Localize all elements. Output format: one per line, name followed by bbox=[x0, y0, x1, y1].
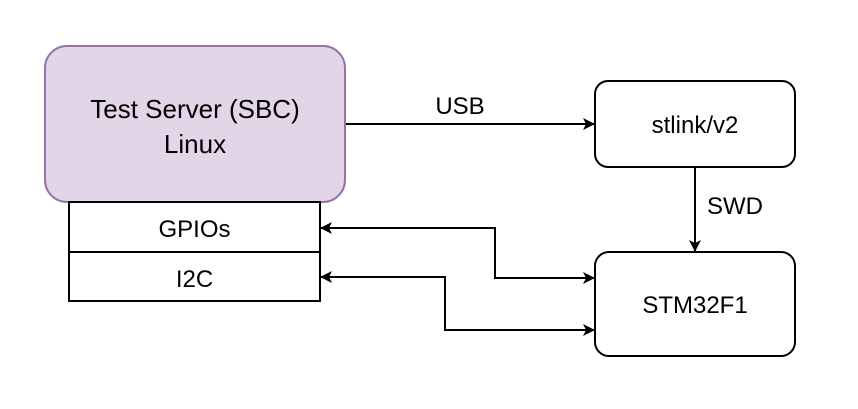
i2c-label: I2C bbox=[176, 266, 213, 293]
stlink-node[interactable]: stlink/v2 bbox=[594, 80, 796, 168]
stm32-node[interactable]: STM32F1 bbox=[594, 251, 796, 357]
stm32-label: STM32F1 bbox=[642, 292, 747, 319]
gpios-box[interactable] bbox=[68, 201, 321, 253]
i2c-node[interactable]: I2C bbox=[68, 251, 321, 302]
gpios-node[interactable]: GPIOs bbox=[68, 201, 321, 253]
stlink-label: stlink/v2 bbox=[652, 112, 739, 139]
i2c-box[interactable] bbox=[68, 251, 321, 302]
swd-label: SWD bbox=[707, 193, 763, 220]
usb-edge[interactable]: USB bbox=[346, 93, 595, 130]
test-server-os: Linux bbox=[164, 129, 226, 159]
gpio-link-arrow[interactable] bbox=[320, 222, 595, 284]
test-server-node[interactable]: Test Server (SBC) Linux bbox=[44, 45, 346, 203]
stm32-box[interactable] bbox=[594, 251, 796, 357]
usb-label: USB bbox=[435, 93, 484, 120]
i2c-link-arrow[interactable] bbox=[320, 271, 595, 336]
test-server-box[interactable] bbox=[44, 45, 346, 203]
stlink-box[interactable] bbox=[594, 80, 796, 168]
test-server-title: Test Server (SBC) bbox=[90, 94, 300, 124]
swd-edge[interactable]: SWD bbox=[689, 168, 763, 252]
gpios-label: GPIOs bbox=[158, 216, 230, 243]
